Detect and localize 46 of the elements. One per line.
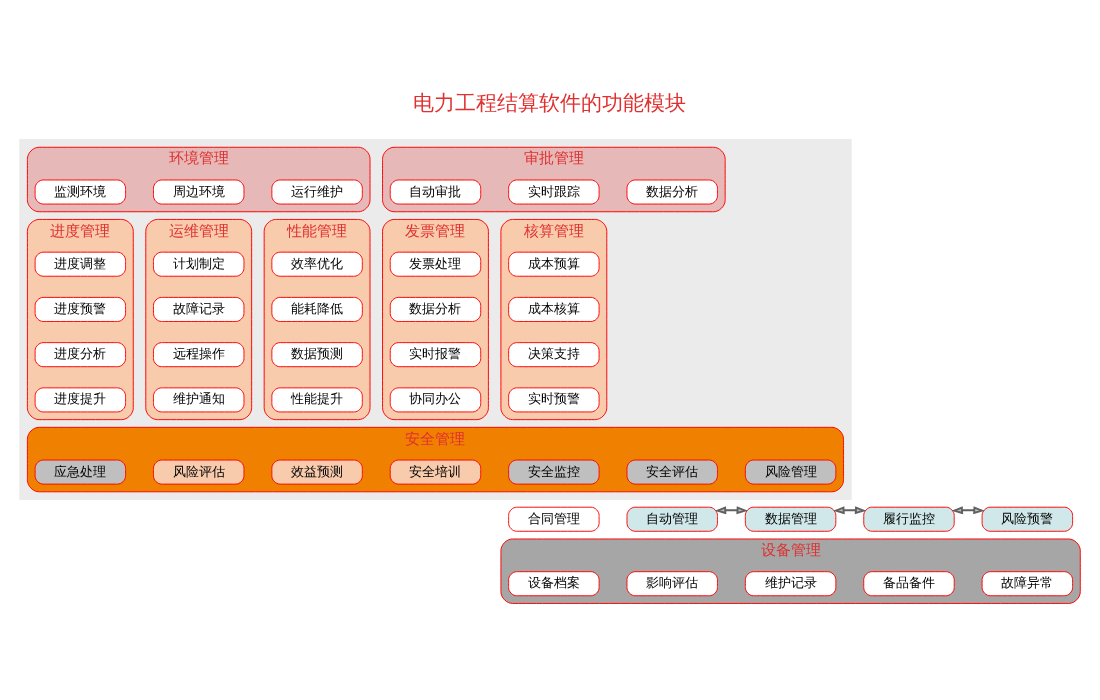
diagram-title: 电力工程结算软件的功能模块 — [413, 89, 687, 115]
node-box: 发票处理 — [389, 251, 482, 277]
node-box: 计划制定 — [153, 251, 245, 277]
node-box: 风险管理 — [744, 459, 837, 485]
node-box: 应急处理 — [34, 459, 127, 485]
node-box: 实时报警 — [389, 342, 482, 368]
node-box: 安全评估 — [626, 459, 718, 485]
node-box: 协同办公 — [389, 387, 482, 413]
node-box: 故障异常 — [981, 571, 1074, 597]
node-box: 周边环境 — [153, 179, 245, 205]
node-box: 效率优化 — [271, 251, 363, 277]
node-box: 决策支持 — [508, 342, 600, 368]
node-box: 实时跟踪 — [508, 179, 600, 205]
node-box: 安全监控 — [508, 459, 600, 485]
node-box: 维护通知 — [153, 387, 245, 413]
node-box: 成本预算 — [508, 251, 600, 277]
node-box: 效益预测 — [271, 459, 363, 485]
cluster — [19, 139, 852, 500]
node-box: 自动管理 — [626, 506, 718, 532]
node-box: 风险评估 — [153, 459, 245, 485]
node-box: 安全培训 — [389, 459, 482, 485]
node-box: 影响评估 — [626, 571, 718, 597]
node-box: 监测环境 — [34, 179, 127, 205]
node-box: 进度分析 — [34, 342, 127, 368]
node-box: 运行维护 — [271, 179, 363, 205]
node-box: 履行监控 — [863, 506, 955, 532]
node-box: 备品备件 — [863, 571, 955, 597]
node-box: 成本核算 — [508, 296, 600, 322]
node-box: 合同管理 — [508, 506, 600, 532]
node-box: 进度调整 — [34, 251, 127, 277]
node-box: 数据分析 — [626, 179, 718, 205]
node-box: 实时预警 — [508, 387, 600, 413]
node-box: 远程操作 — [153, 342, 245, 368]
node-box: 自动审批 — [389, 179, 482, 205]
node-box: 进度提升 — [34, 387, 127, 413]
node-box: 维护记录 — [744, 571, 837, 597]
arrow — [714, 506, 749, 515]
node-box: 数据分析 — [389, 296, 482, 322]
node-box: 风险预警 — [981, 506, 1074, 532]
node-box: 设备档案 — [508, 571, 600, 597]
node-box: 能耗降低 — [271, 296, 363, 322]
node-box: 故障记录 — [153, 296, 245, 322]
node-box: 进度预警 — [34, 296, 127, 322]
node-box: 数据管理 — [744, 506, 837, 532]
node-box: 性能提升 — [271, 387, 363, 413]
node-box: 数据预测 — [271, 342, 363, 368]
